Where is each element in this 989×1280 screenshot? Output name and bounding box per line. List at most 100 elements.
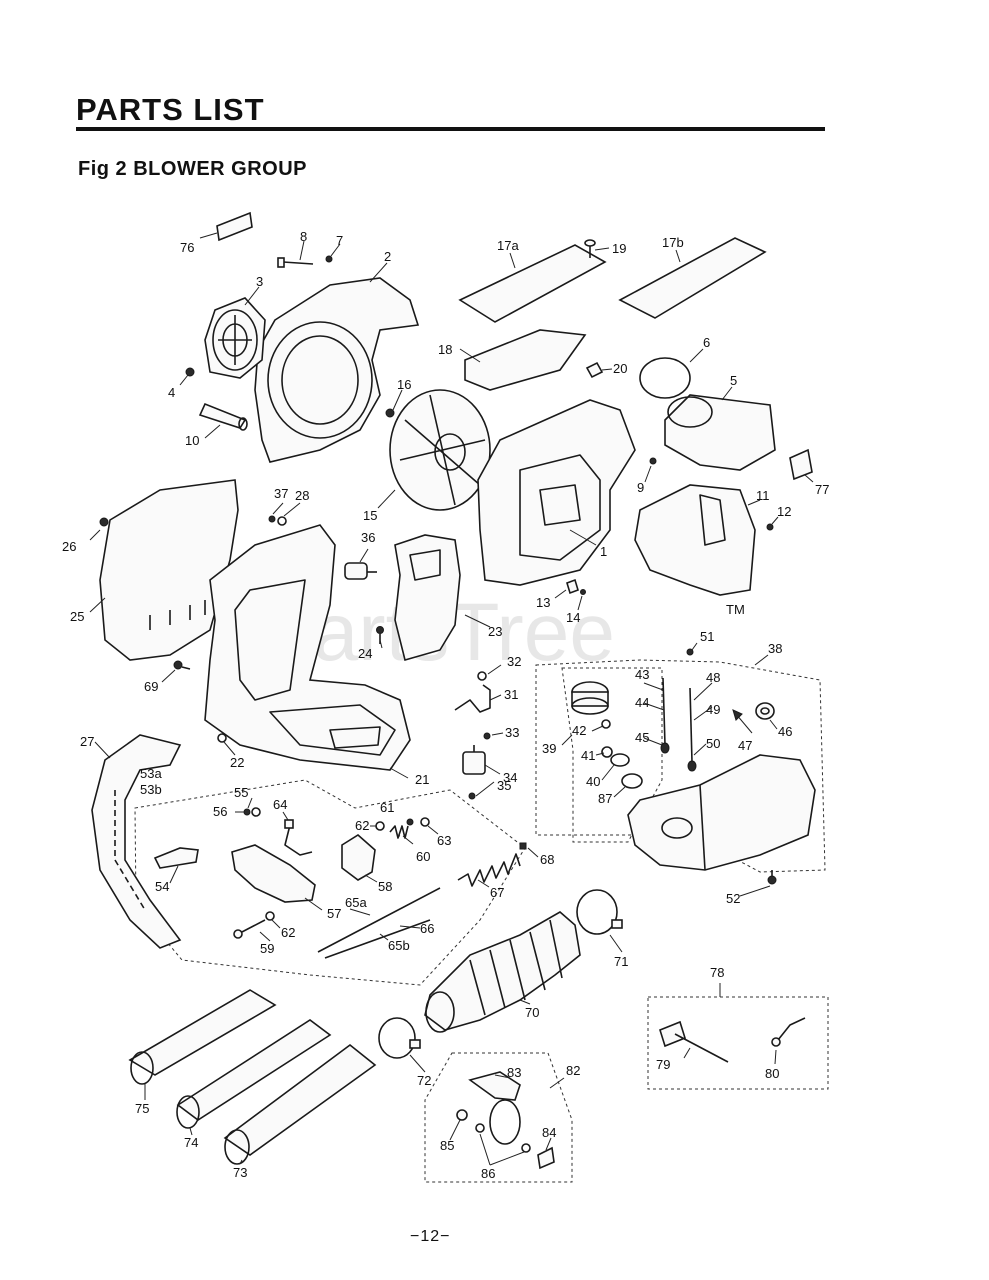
label-65a: 65a [345,895,367,910]
fan-cover-2 [254,277,420,463]
panel-17a [458,244,607,323]
label-13: 13 [536,595,550,610]
label-82: 82 [566,1063,580,1078]
engine-cover-11 [634,484,756,596]
label-51: 51 [700,629,714,644]
figure-title: Fig 2 BLOWER GROUP [78,158,307,180]
label-50: 50 [706,736,720,751]
label-43: 43 [635,667,649,682]
cable-65a [317,887,441,953]
clamp-83 [468,1071,521,1145]
arrow-47 [732,709,753,734]
gasket-6 [639,357,691,399]
screw-4 [185,367,195,377]
label-55: 55 [234,785,248,800]
sleeve-10 [198,402,248,431]
label-68: 68 [540,852,554,867]
wire-64 [284,819,313,856]
washer-62a [375,821,385,831]
pipe-75 [128,989,277,1085]
fuel-tank-38 [627,754,816,871]
label-61-pos: 61 [380,800,394,815]
label-22: 22 [230,755,244,770]
label-76: 76 [180,240,194,255]
filter-18 [464,329,587,391]
washer-63 [420,817,430,827]
label-4: 4 [168,385,175,400]
screw-51 [686,648,694,656]
spring-60 [389,825,409,839]
label-23: 23 [488,624,502,639]
group-box-tank-cap [561,667,663,843]
label-46: 46 [778,724,792,739]
label-20: 20 [613,361,627,376]
damper-34 [462,745,486,775]
nut-20 [585,361,604,379]
label-78: 78 [710,965,724,980]
label-65b: 65b [388,938,410,953]
screw-7 [325,255,333,263]
panel-17b [618,237,767,319]
washer-86 [475,1123,531,1153]
label-26: 26 [62,539,76,554]
label-83: 83 [507,1065,521,1080]
pipe-73 [223,1043,377,1165]
washer-28 [277,516,287,526]
label-60: 60 [416,849,430,864]
nut-9 [649,457,657,465]
label-86: 86 [481,1166,495,1181]
label-33: 33 [505,725,519,740]
bolt-52 [767,870,777,885]
label-32: 32 [507,654,521,669]
impeller-15 [389,389,491,511]
label-80: 80 [765,1066,779,1081]
screw-14 [580,589,586,595]
leader-lines [89,232,814,1166]
clamp-71 [576,889,623,935]
label-58: 58 [378,879,392,894]
switch-58 [341,834,376,881]
bolt-24 [376,626,384,644]
label-19: 19 [612,241,626,256]
lever-54 [153,847,199,869]
label-59: 59 [260,941,274,956]
flex-spring-67 [457,853,521,887]
label-84: 84 [542,1125,556,1140]
label-28: 28 [295,488,309,503]
label-2: 2 [384,249,391,264]
label-10: 10 [185,433,199,448]
label-79: 79 [656,1057,670,1072]
label-27: 27 [80,734,94,749]
screw-16 [385,408,395,418]
label-34: 34 [503,770,517,785]
callout-labels: 76 8 7 2 3 4 10 16 15 17a 19 17b 18 20 6… [62,229,829,1181]
label-71: 71 [614,954,628,969]
clamp-72 [378,1017,421,1059]
label-67: 67 [490,885,504,900]
label-87: 87 [598,791,612,806]
clip-13 [566,578,579,595]
blower-housing-1 [477,399,636,586]
label-47: 47 [738,738,752,753]
label-42: 42 [572,723,586,738]
plug-wrench-79 [659,1020,729,1063]
label-73: 73 [233,1165,247,1180]
label-74: 74 [184,1135,198,1150]
washer-62b [265,911,275,921]
screw-12 [766,523,774,531]
screw-26 [99,517,109,527]
label-52: 52 [726,891,740,906]
guard-23 [394,534,461,661]
label-21: 21 [415,772,429,787]
label-36: 36 [361,530,375,545]
cap-part-41 [601,746,613,758]
wingbolt-85 [456,1109,468,1121]
cable-65b [324,919,431,959]
label-plate-76 [216,211,253,242]
label-5: 5 [730,373,737,388]
flex-hose-70 [424,911,581,1033]
label-8: 8 [300,229,307,244]
label-66: 66 [420,921,434,936]
group-box-clamp [424,1052,573,1183]
